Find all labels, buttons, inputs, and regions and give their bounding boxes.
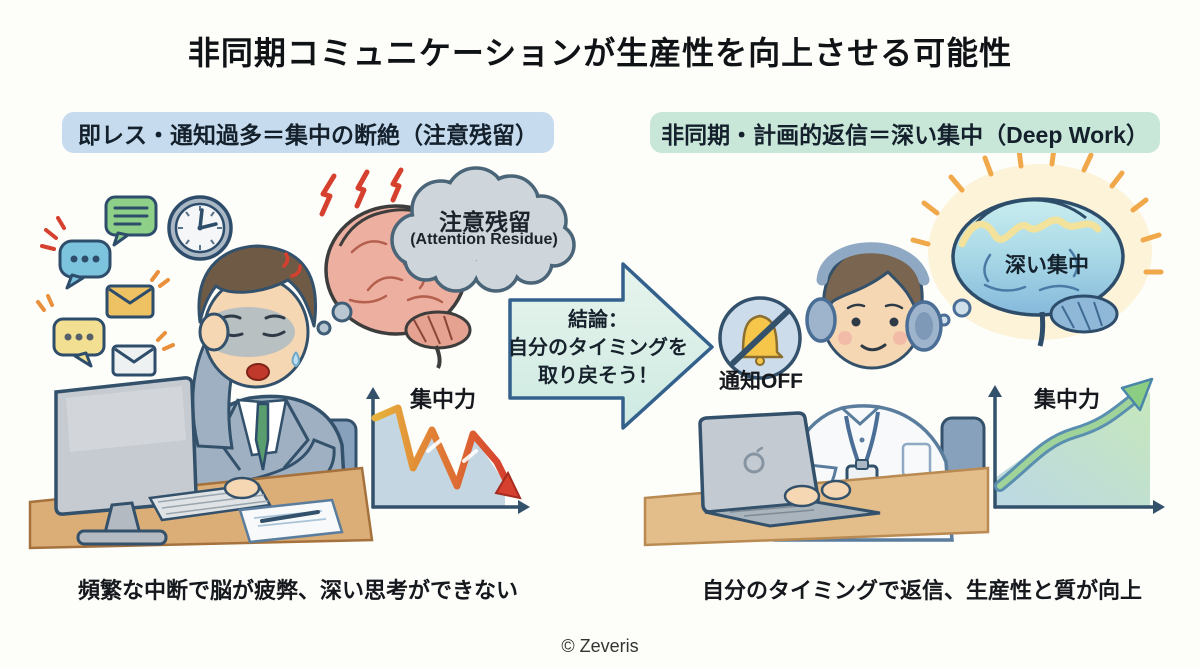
page-title: 非同期コミュニケーションが生産性を向上させる可能性	[187, 35, 1013, 71]
right-chart-label: 集中力	[1033, 387, 1100, 412]
left-panel-header-label: 即レス・通知過多＝集中の断絶（注意残留）	[78, 121, 538, 148]
clock-icon	[167, 195, 233, 261]
alert-marks-icon	[40, 216, 66, 251]
right-caption: 自分のタイミングで返信、生産性と質が向上	[701, 578, 1142, 603]
lightning-icon	[319, 167, 404, 217]
mail-icon	[111, 331, 175, 377]
monitor	[54, 376, 198, 546]
rising-chart-icon	[988, 377, 1165, 514]
left-scene	[28, 166, 576, 550]
chat-bubble-dots-icon	[36, 294, 106, 368]
chat-bubble-dots-icon	[58, 239, 112, 290]
paper-and-pen	[238, 498, 344, 544]
notification-off-label: 通知OFF	[719, 370, 803, 393]
left-panel-header: 即レス・通知過多＝集中の断絶（注意残留）	[62, 112, 554, 153]
calm-brain-icon	[910, 145, 1164, 347]
conclusion-arrow	[508, 262, 714, 430]
conclusion-line-2: 自分のタイミングを	[508, 337, 688, 359]
chat-bubble-lines-icon	[104, 195, 158, 247]
deep-focus-label: 深い集中	[1005, 254, 1089, 277]
glow-icon	[910, 145, 1164, 275]
right-panel-header-label: 非同期・計画的返信＝深い集中（Deep Work）	[661, 121, 1149, 148]
left-caption: 頻繁な中断で脳が疲弊、深い思考ができない	[77, 578, 518, 603]
right-panel-header: 非同期・計画的返信＝深い集中（Deep Work）	[650, 112, 1160, 153]
mail-icon	[105, 270, 170, 319]
attention-residue-label-ja: 注意残留	[439, 209, 531, 235]
hand	[783, 484, 821, 508]
right-scene	[643, 145, 1165, 547]
conclusion-arrow-text: 結論： 自分のタイミングを 取り戻そう！	[496, 306, 700, 390]
thought-cloud-icon	[390, 166, 576, 293]
conclusion-line-1: 結論：	[568, 309, 628, 331]
hand	[223, 476, 261, 500]
attention-residue-label-en: (Attention Residue)	[410, 231, 558, 248]
conclusion-line-3: 取り戻そう！	[538, 365, 658, 387]
notification-off-bell-icon	[718, 296, 802, 380]
declining-chart-icon	[366, 387, 530, 514]
left-chart-label: 集中力	[409, 387, 476, 412]
laptop	[698, 411, 881, 528]
credit-text: © Zeveris	[561, 636, 639, 656]
hand	[820, 479, 852, 501]
headphones-icon	[805, 242, 943, 352]
